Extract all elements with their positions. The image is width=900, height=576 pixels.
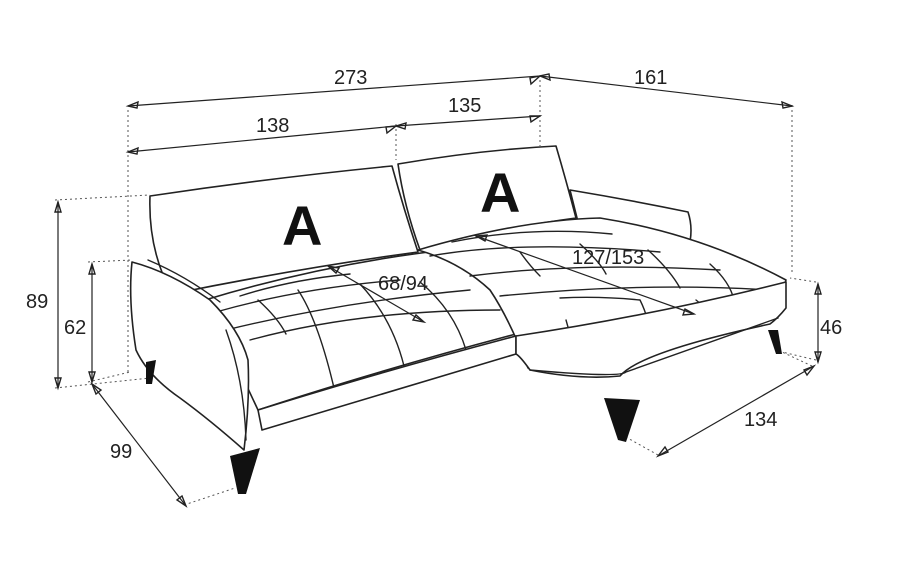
dim-left-section-width: 138 xyxy=(256,115,289,137)
sofa xyxy=(129,145,787,494)
dim-chaise-width: 134 xyxy=(744,409,777,431)
leg-front-left xyxy=(230,448,260,494)
leg-back-chaise xyxy=(768,330,782,354)
leg-front-chaise xyxy=(604,398,640,442)
dim-total-width: 273 xyxy=(334,67,367,89)
left-armrest xyxy=(129,261,250,451)
dimension-lines xyxy=(54,73,822,508)
dim-depth: 99 xyxy=(110,441,132,463)
extension-lines xyxy=(54,80,817,506)
dim-back-height: 89 xyxy=(26,291,48,313)
leg-back-left xyxy=(146,360,156,384)
cushion-label-right: A xyxy=(480,161,520,224)
cushion-label-left: A xyxy=(282,194,322,257)
dim-chaise-length: 161 xyxy=(634,67,667,89)
dim-right-section-width: 135 xyxy=(448,95,481,117)
dim-chaise-height: 46 xyxy=(820,317,842,339)
dim-arm-height: 62 xyxy=(64,317,86,339)
dim-seat-depth: 68/94 xyxy=(378,273,428,295)
dim-chaise-seat-depth: 127/153 xyxy=(572,247,644,269)
